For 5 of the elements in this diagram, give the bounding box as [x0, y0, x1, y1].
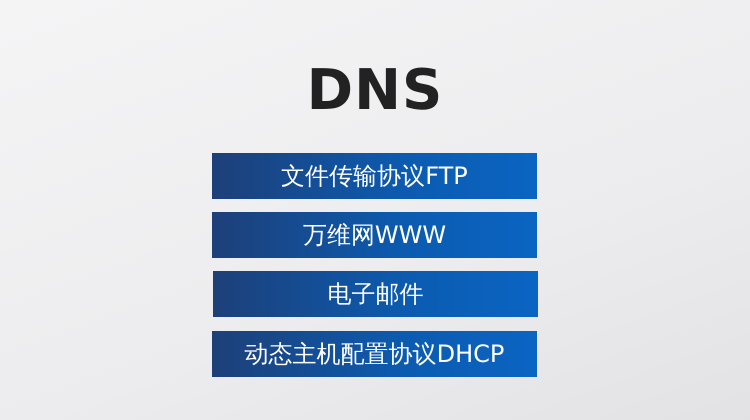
protocol-box: 电子邮件: [213, 271, 538, 317]
protocol-box: 文件传输协议FTP: [212, 153, 537, 199]
title: DNS: [306, 58, 444, 123]
protocol-box: 动态主机配置协议DHCP: [212, 331, 537, 377]
protocol-box: 万维网WWW: [212, 212, 537, 258]
